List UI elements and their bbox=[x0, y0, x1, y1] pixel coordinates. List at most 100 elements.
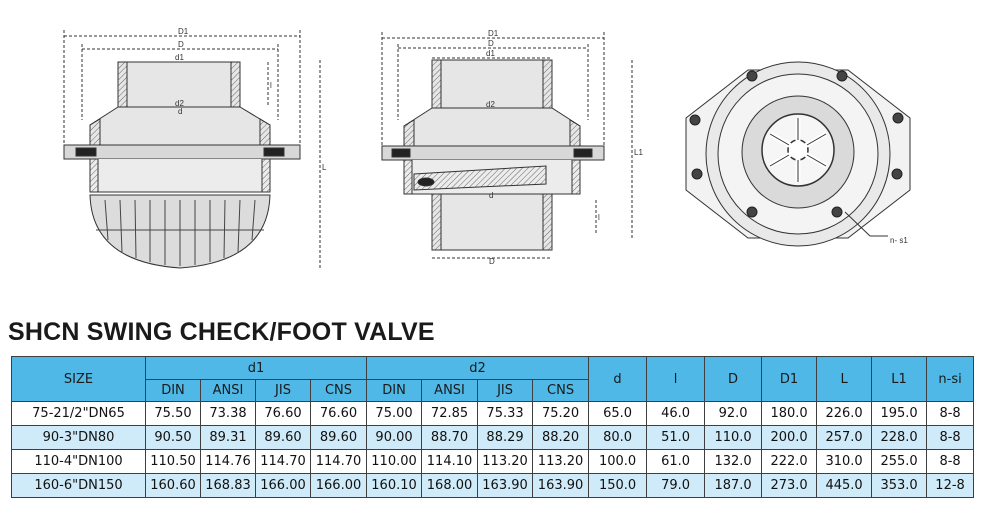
cell-L1: 228.0 bbox=[871, 425, 928, 450]
table-row: 110-4"DN100 110.50 114.76 114.70 114.70 … bbox=[11, 449, 975, 474]
spec-table: SIZE d1 d2 d l D D1 L L1 n-si DIN ANSI J… bbox=[11, 356, 975, 498]
cell-d2-jis: 75.33 bbox=[477, 401, 534, 426]
drawing-canvas: D1 D d1 d2 d l L bbox=[63, 27, 911, 269]
header-group-d2: d2 bbox=[366, 356, 590, 380]
header-d2-ansi: ANSI bbox=[421, 379, 479, 402]
header-d1-jis: JIS bbox=[255, 379, 311, 402]
table-row: 75-21/2"DN65 75.50 73.38 76.60 76.60 75.… bbox=[11, 401, 975, 426]
cell-d2-din: 110.00 bbox=[366, 449, 423, 474]
cell-d1-ansi: 168.83 bbox=[200, 473, 256, 498]
cell-D: 110.0 bbox=[704, 425, 763, 450]
foot-label-L: L bbox=[322, 163, 327, 172]
cell-size: 90-3"DN80 bbox=[11, 425, 146, 450]
cell-L: 226.0 bbox=[816, 401, 873, 426]
table-row: 90-3"DN80 90.50 89.31 89.60 89.60 90.00 … bbox=[11, 425, 975, 450]
cell-D1: 180.0 bbox=[761, 401, 818, 426]
foot-valve-drawing bbox=[63, 30, 321, 269]
cell-L: 257.0 bbox=[816, 425, 873, 450]
cell-d2-cns: 88.20 bbox=[532, 425, 590, 450]
cell-d: 80.0 bbox=[588, 425, 648, 450]
cell-d2-cns: 75.20 bbox=[532, 401, 590, 426]
cell-d2-ansi: 168.00 bbox=[421, 473, 479, 498]
header-d1-cns: CNS bbox=[309, 379, 368, 402]
header-D1: D1 bbox=[761, 356, 818, 402]
cell-size: 110-4"DN100 bbox=[11, 449, 146, 474]
page-title: SHCN SWING CHECK/FOOT VALVE bbox=[8, 318, 435, 346]
foot-label-D: D bbox=[178, 40, 184, 49]
cell-nsi: 8-8 bbox=[926, 401, 975, 426]
check-label-L1: L1 bbox=[634, 148, 643, 157]
cell-L: 445.0 bbox=[816, 473, 873, 498]
flange-top-view-drawing bbox=[685, 61, 911, 247]
check-label-D: D bbox=[488, 39, 494, 48]
cell-D1: 200.0 bbox=[761, 425, 818, 450]
cell-d2-jis: 88.29 bbox=[477, 425, 534, 450]
cell-size: 160-6"DN150 bbox=[11, 473, 146, 498]
check-label-D1: D1 bbox=[488, 29, 499, 38]
cell-d1-cns: 166.00 bbox=[309, 473, 368, 498]
cell-D: 132.0 bbox=[704, 449, 763, 474]
cell-d2-cns: 113.20 bbox=[532, 449, 590, 474]
cell-nsi: 8-8 bbox=[926, 449, 975, 474]
cell-d1-jis: 166.00 bbox=[255, 473, 311, 498]
cell-d1-jis: 89.60 bbox=[255, 425, 311, 450]
cell-size: 75-21/2"DN65 bbox=[11, 401, 146, 426]
check-label-d2: d2 bbox=[486, 100, 495, 109]
header-nsi: n-si bbox=[926, 356, 975, 402]
topview-label-nsi: n- s1 bbox=[890, 236, 908, 245]
cell-d1-din: 90.50 bbox=[145, 425, 201, 450]
header-d1-din: DIN bbox=[145, 379, 201, 402]
header-D: D bbox=[704, 356, 763, 402]
cell-d1-cns: 76.60 bbox=[309, 401, 368, 426]
cell-d2-din: 75.00 bbox=[366, 401, 423, 426]
header-d: d bbox=[588, 356, 648, 402]
cell-L1: 353.0 bbox=[871, 473, 928, 498]
cell-d2-cns: 163.90 bbox=[532, 473, 590, 498]
cell-L1: 195.0 bbox=[871, 401, 928, 426]
header-d2-jis: JIS bbox=[477, 379, 534, 402]
cell-d: 65.0 bbox=[588, 401, 648, 426]
header-d2-cns: CNS bbox=[532, 379, 590, 402]
header-group-d1: d1 bbox=[144, 356, 368, 380]
check-label-d1: d1 bbox=[486, 49, 495, 58]
cell-d: 100.0 bbox=[588, 449, 648, 474]
cell-d2-din: 90.00 bbox=[366, 425, 423, 450]
technical-drawings: D1 D d1 d2 d l L bbox=[63, 27, 911, 269]
cell-nsi: 8-8 bbox=[926, 425, 975, 450]
cell-d1-cns: 114.70 bbox=[309, 449, 368, 474]
cell-L: 310.0 bbox=[816, 449, 873, 474]
check-label-d: d bbox=[489, 191, 493, 200]
header-d1-ansi: ANSI bbox=[200, 379, 256, 402]
foot-label-l: l bbox=[270, 81, 272, 90]
foot-label-d2: d2 bbox=[175, 99, 184, 108]
cell-d2-ansi: 114.10 bbox=[421, 449, 479, 474]
cell-d: 150.0 bbox=[588, 473, 648, 498]
foot-label-D1: D1 bbox=[178, 27, 189, 36]
cell-D1: 273.0 bbox=[761, 473, 818, 498]
cell-d2-jis: 113.20 bbox=[477, 449, 534, 474]
header-l: l bbox=[646, 356, 706, 402]
cell-d1-jis: 114.70 bbox=[255, 449, 311, 474]
cell-L1: 255.0 bbox=[871, 449, 928, 474]
cell-D1: 222.0 bbox=[761, 449, 818, 474]
cell-l: 51.0 bbox=[646, 425, 706, 450]
cell-d1-cns: 89.60 bbox=[309, 425, 368, 450]
cell-d2-din: 160.10 bbox=[366, 473, 423, 498]
cell-d1-ansi: 114.76 bbox=[200, 449, 256, 474]
header-L: L bbox=[816, 356, 873, 402]
check-label-l: l bbox=[598, 213, 600, 222]
cell-nsi: 12-8 bbox=[926, 473, 975, 498]
foot-label-d: d bbox=[178, 107, 182, 116]
table-row: 160-6"DN150 160.60 168.83 166.00 166.00 … bbox=[11, 473, 975, 498]
cell-d1-ansi: 89.31 bbox=[200, 425, 256, 450]
cell-d2-jis: 163.90 bbox=[477, 473, 534, 498]
cell-d1-ansi: 73.38 bbox=[200, 401, 256, 426]
header-L1: L1 bbox=[871, 356, 928, 402]
cell-d1-din: 110.50 bbox=[145, 449, 201, 474]
cell-d1-din: 160.60 bbox=[145, 473, 201, 498]
foot-label-d1: d1 bbox=[175, 53, 184, 62]
cell-l: 61.0 bbox=[646, 449, 706, 474]
cell-d1-jis: 76.60 bbox=[255, 401, 311, 426]
cell-l: 79.0 bbox=[646, 473, 706, 498]
header-size: SIZE bbox=[11, 356, 146, 402]
